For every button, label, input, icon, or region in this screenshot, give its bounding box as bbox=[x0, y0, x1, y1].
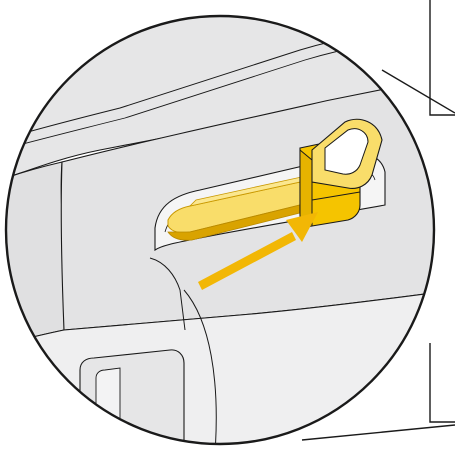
callout-right-frame bbox=[429, 0, 455, 116]
lower-bracket-inner bbox=[95, 367, 121, 444]
arrow-head bbox=[286, 212, 318, 242]
tab-loop-hole bbox=[324, 128, 369, 175]
callout-bottom-frame bbox=[429, 343, 455, 423]
arrow-up-right-icon bbox=[198, 212, 318, 290]
magnifier-ring bbox=[4, 14, 436, 446]
callout-leader-bottom bbox=[301, 424, 455, 441]
arrow-shaft bbox=[198, 232, 296, 290]
lower-curve bbox=[183, 289, 217, 444]
callout-leader-top bbox=[381, 69, 455, 114]
yellow-tab bbox=[167, 118, 383, 241]
tab-blade-shadow bbox=[167, 204, 301, 241]
tab-grip-seam bbox=[311, 191, 361, 201]
ledge-edge-line bbox=[149, 257, 186, 331]
callout-lines bbox=[301, 0, 455, 441]
